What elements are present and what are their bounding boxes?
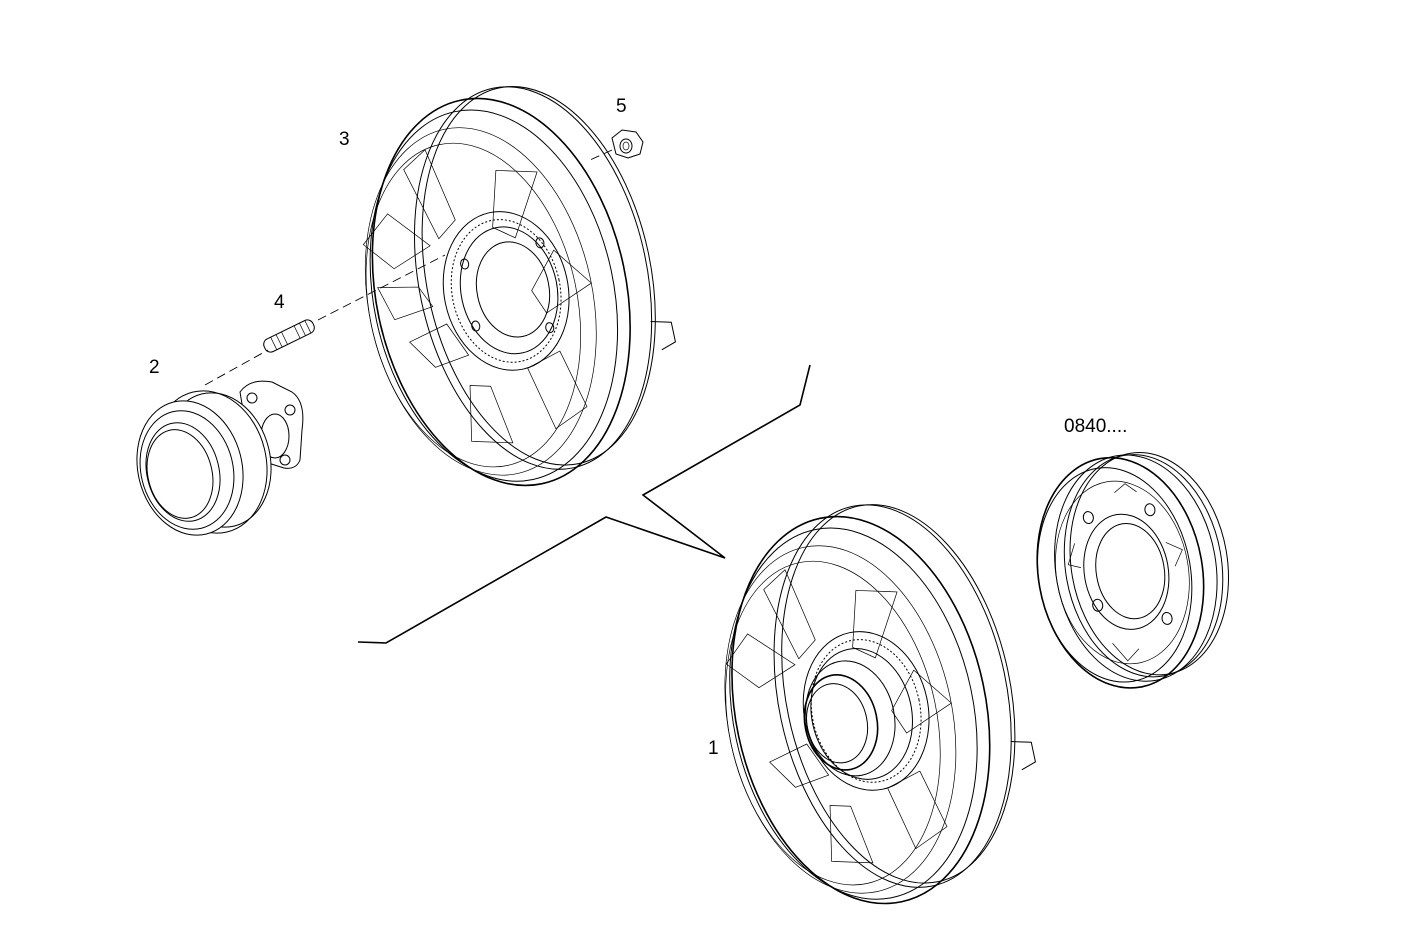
nut-part-5[interactable]	[611, 129, 644, 159]
assembly-line-5-3	[589, 149, 613, 161]
label-part-5: 5	[616, 96, 627, 117]
label-part-3: 3	[339, 129, 350, 150]
assembly-line-2-4	[204, 349, 269, 386]
label-part-4: 4	[274, 292, 285, 313]
label-reference-0840: 0840....	[1064, 416, 1127, 437]
fan-assembly-1[interactable]	[688, 480, 1058, 929]
explosion-callout-arrow	[357, 364, 811, 644]
assembly-line-4-3	[317, 254, 446, 321]
pulley-0840[interactable]	[1020, 440, 1247, 701]
label-part-1: 1	[708, 738, 719, 759]
label-part-2: 2	[149, 357, 160, 378]
hub-part-2[interactable]	[123, 379, 304, 547]
fan-assembly-3[interactable]	[328, 62, 698, 511]
stud-part-4[interactable]	[262, 318, 317, 354]
